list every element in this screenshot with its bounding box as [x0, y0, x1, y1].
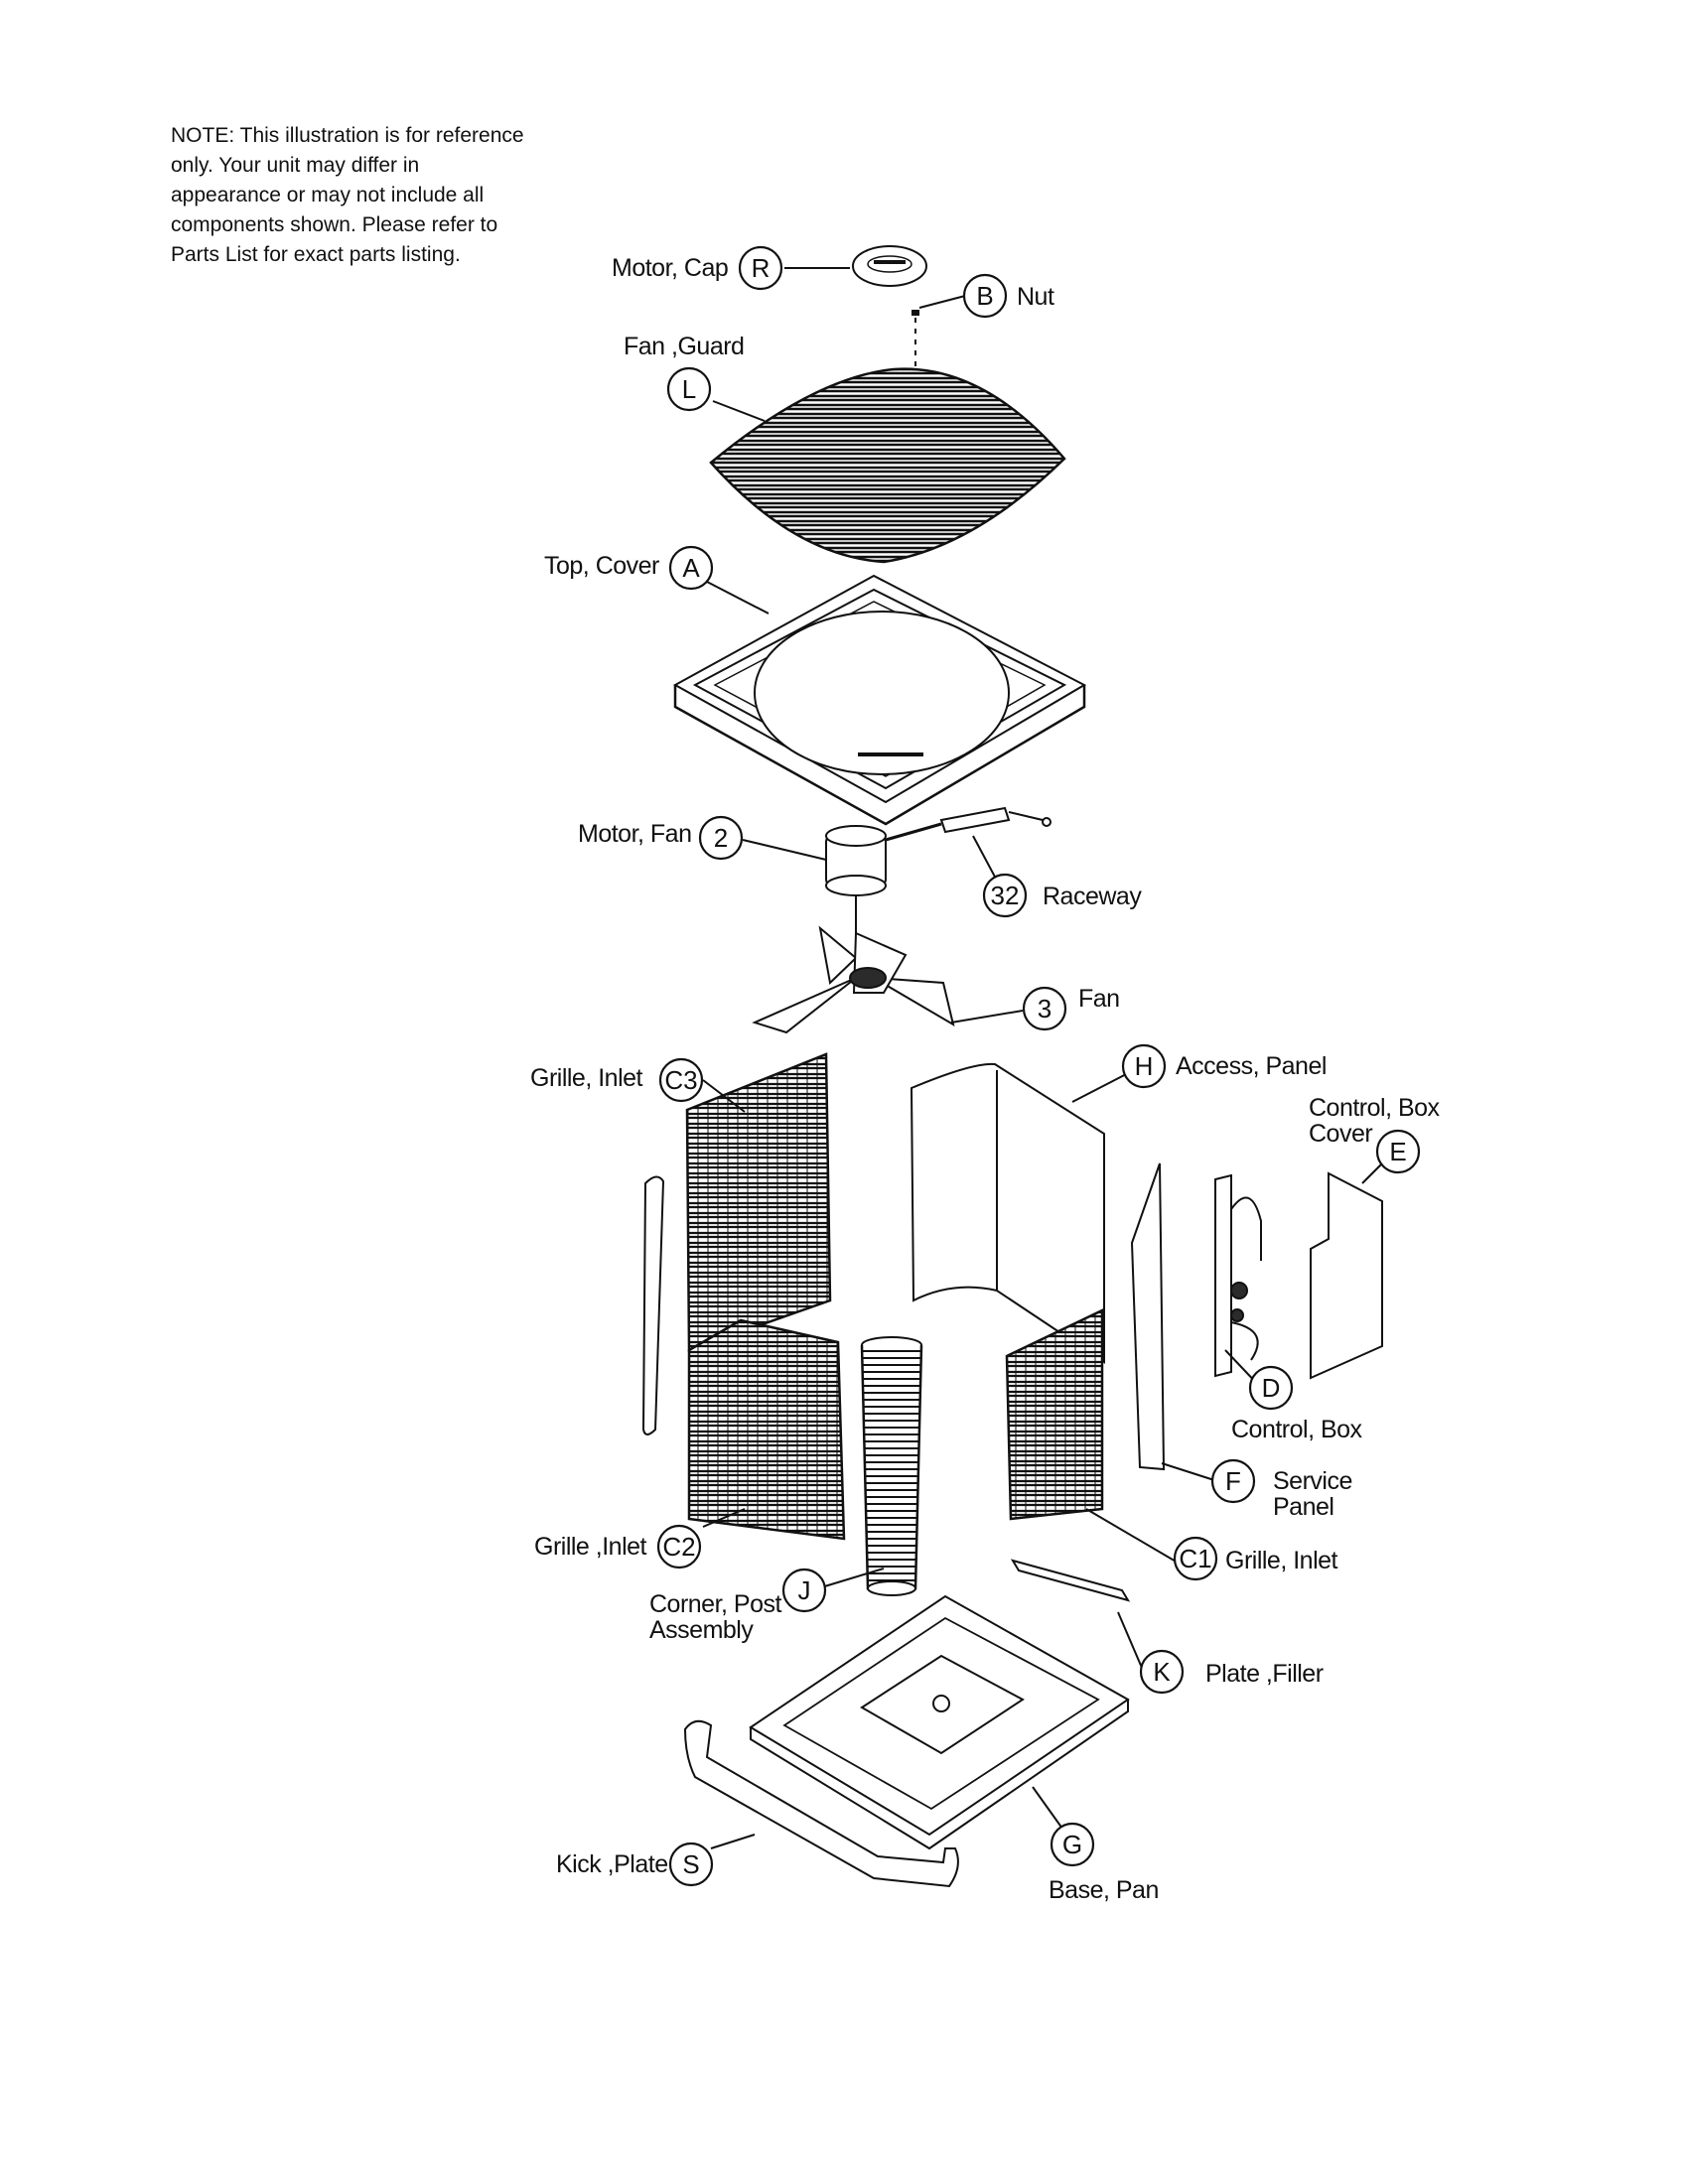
callout-label-line1: Control, Box — [1309, 1094, 1441, 1122]
callout-label: Raceway — [1043, 883, 1142, 910]
callout-grille-inlet-c3: Grille, Inlet C3 — [530, 1057, 704, 1103]
callout-label: Motor, Fan — [578, 820, 692, 848]
callout-label: Top, Cover — [544, 552, 659, 580]
callout-id: G — [1062, 1830, 1082, 1859]
callout-label: Motor, Cap — [612, 254, 728, 282]
access-panel-part — [910, 1062, 1105, 1364]
callout-label: Fan ,Guard — [624, 333, 744, 360]
callout-label: Grille, Inlet — [1225, 1547, 1338, 1574]
callout-label: Plate ,Filler — [1205, 1660, 1324, 1688]
grille-inlet-c1-part — [1005, 1308, 1104, 1521]
callout-id: C1 — [1179, 1544, 1211, 1573]
callout-label: Grille ,Inlet — [534, 1533, 647, 1561]
callout-id: E — [1389, 1137, 1406, 1166]
callout-id: 32 — [991, 881, 1020, 910]
nut-part — [912, 310, 919, 372]
callout-label-line2: Assembly — [649, 1616, 754, 1644]
reference-note: NOTE: This illustration is for reference… — [171, 124, 524, 266]
callout-grille-inlet-c2: Grille ,Inlet C2 — [534, 1524, 702, 1570]
callout-id: C2 — [662, 1532, 695, 1562]
callout-label: Control, Box — [1231, 1416, 1363, 1443]
callout-id: 2 — [714, 823, 728, 853]
callout-label: Grille, Inlet — [530, 1064, 643, 1092]
control-box-cover-part — [1310, 1171, 1383, 1380]
callout-top-cover: Top, Cover A — [544, 545, 714, 591]
corner-post-part — [860, 1336, 923, 1596]
callout-service-panel: F Service Panel — [1210, 1458, 1352, 1521]
callout-motor-cap: Motor, Cap R — [612, 245, 783, 291]
callout-fan-motor: Motor, Fan 2 — [578, 815, 744, 861]
callout-nut: B Nut — [962, 273, 1054, 319]
raceway-part — [885, 806, 1052, 842]
callout-id: K — [1153, 1657, 1171, 1687]
callout-id: A — [682, 553, 700, 583]
callout-filler-plate: K Plate ,Filler — [1139, 1649, 1324, 1695]
kick-plate-part — [683, 1719, 959, 1888]
callout-access-panel: H Access, Panel — [1121, 1043, 1327, 1089]
callout-id: L — [682, 374, 696, 404]
callout-id: D — [1262, 1373, 1281, 1403]
callout-id: J — [798, 1575, 811, 1605]
grille-inlet-c3-part — [685, 1052, 832, 1352]
callout-raceway: 32 Raceway — [982, 873, 1143, 918]
callout-id: 3 — [1038, 994, 1052, 1024]
fan-motor-part — [825, 825, 887, 948]
callout-label-line2: Panel — [1273, 1493, 1333, 1521]
fan-guard-part — [709, 367, 1066, 564]
base-pan-part — [749, 1594, 1130, 1850]
motor-cap-part — [852, 245, 927, 287]
callout-id: C3 — [664, 1065, 697, 1095]
fan-blade-part — [752, 925, 955, 1034]
left-corner-strip-part — [641, 1175, 665, 1435]
callout-id: H — [1135, 1051, 1154, 1081]
callout-control-box: D Control, Box — [1231, 1365, 1363, 1443]
callout-label: Access, Panel — [1176, 1052, 1327, 1080]
callout-grille-inlet-c1: C1 Grille, Inlet — [1173, 1536, 1338, 1581]
callout-kick-plate: Kick ,Plate S — [556, 1842, 714, 1887]
leader-lines — [702, 267, 1385, 1849]
grille-inlet-c2-part — [687, 1318, 846, 1541]
top-cover-part — [672, 574, 1087, 826]
callout-base-pan: G Base, Pan — [1049, 1822, 1159, 1904]
callout-label: Base, Pan — [1049, 1876, 1159, 1904]
control-box-part — [1214, 1173, 1262, 1378]
callout-id: R — [752, 253, 771, 283]
service-panel-part — [1130, 1162, 1166, 1471]
callout-id: S — [682, 1849, 699, 1879]
callout-control-box-cover: Control, Box Cover E — [1309, 1094, 1441, 1174]
callout-fan-guard: Fan ,Guard L — [624, 333, 745, 412]
callout-id: B — [976, 281, 993, 311]
callout-fan: 3 Fan — [1022, 985, 1120, 1031]
callout-id: F — [1225, 1466, 1241, 1496]
callout-label-line2: Cover — [1309, 1120, 1372, 1148]
callout-corner-post: J Corner, Post Assembly — [649, 1568, 827, 1644]
callout-label-line1: Corner, Post — [649, 1590, 782, 1618]
callout-label-line1: Service — [1273, 1467, 1352, 1495]
callout-label: Kick ,Plate — [556, 1850, 668, 1878]
callout-label: Fan — [1078, 985, 1120, 1013]
filler-plate-part — [1010, 1559, 1131, 1602]
callout-label: Nut — [1017, 283, 1054, 311]
